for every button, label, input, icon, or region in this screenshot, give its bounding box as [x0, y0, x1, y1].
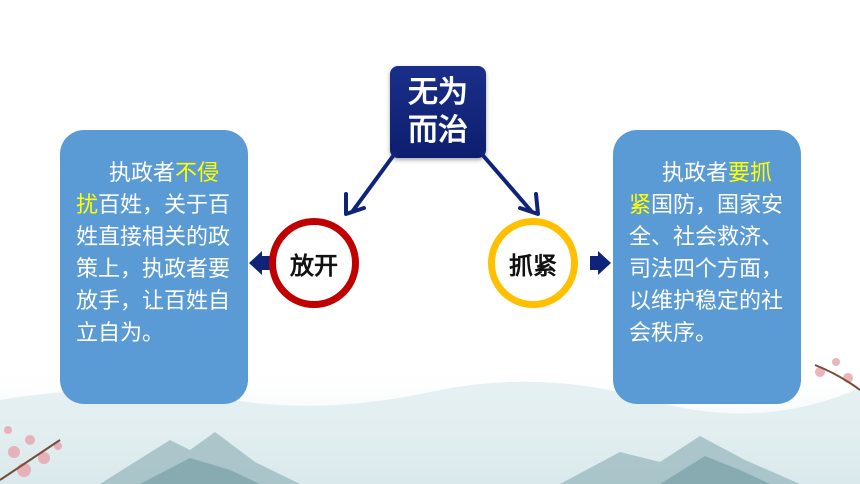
left-panel-pre: 执政者 [109, 161, 176, 186]
right-panel-post: 国防，国家安全、社会救济、司法四个方面，以维护稳定的社会秩序。 [629, 193, 784, 346]
fangkai-circle: 放开 [269, 218, 359, 308]
wuwei-label: 无为而治 [408, 75, 468, 148]
left-text-panel: 执政者不侵扰百姓，关于百姓直接相关的政策上，执政者要放手，让百姓自立自为。 [60, 130, 248, 404]
right-panel-text: 执政者要抓紧国防，国家安全、社会救济、司法四个方面，以维护稳定的社会秩序。 [629, 161, 783, 346]
right-panel-highlight: 要抓紧 [629, 161, 773, 218]
right-text-panel: 执政者要抓紧国防，国家安全、社会救济、司法四个方面，以维护稳定的社会秩序。 [613, 130, 801, 404]
mountain-left [100, 432, 300, 484]
right-panel-pre: 执政者 [662, 161, 729, 186]
zhuajin-label: 抓紧 [509, 251, 557, 280]
left-panel-highlight: 不侵扰 [76, 161, 220, 218]
left-panel-text: 执政者不侵扰百姓，关于百姓直接相关的政策上，执政者要放手，让百姓自立自为。 [76, 161, 230, 346]
left-panel-post: 百姓，关于百姓直接相关的政策上，执政者要放手，让百姓自立自为。 [76, 193, 231, 346]
fangkai-label: 放开 [290, 251, 338, 280]
plum-blossom-left [4, 426, 62, 477]
zhuajin-circle: 抓紧 [488, 218, 578, 308]
wuwei-node: 无为而治 [390, 66, 486, 158]
